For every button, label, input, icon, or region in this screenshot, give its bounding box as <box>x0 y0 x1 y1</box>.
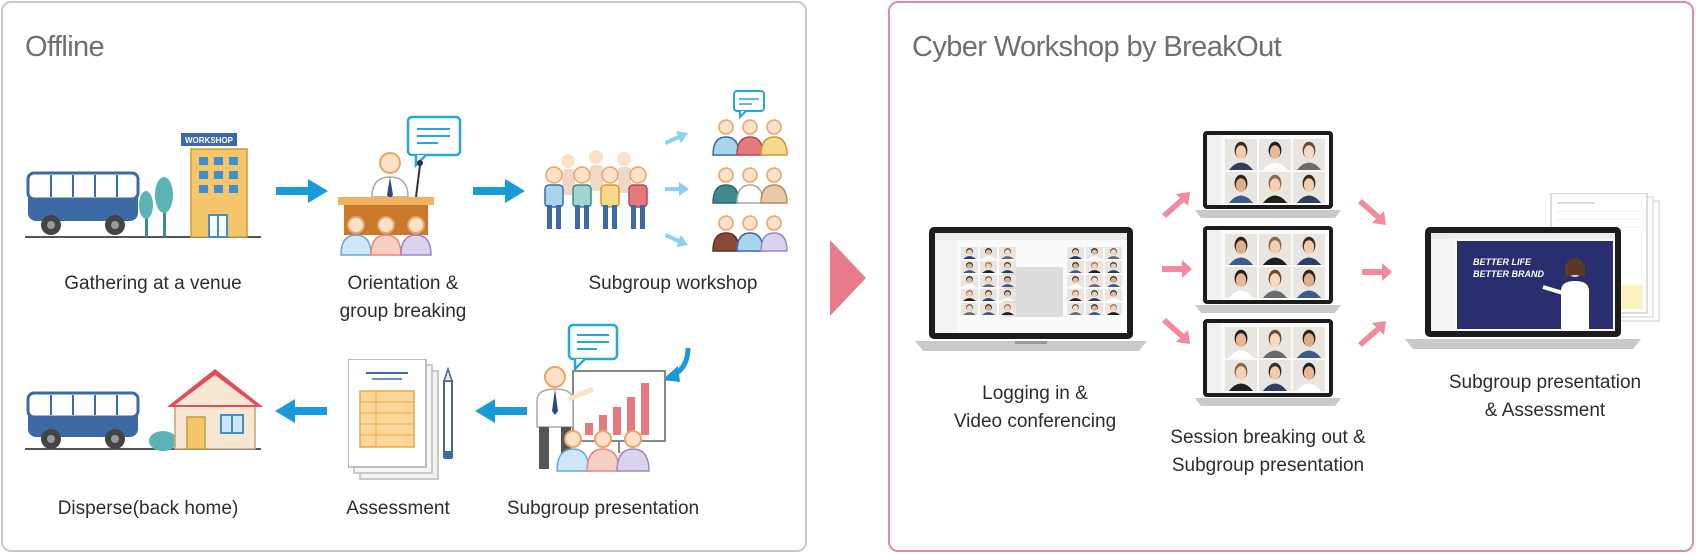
speech-bubble-icon <box>733 90 765 120</box>
flow-arrow-left <box>275 399 327 423</box>
step-orientation-label-2: group breaking <box>339 301 467 322</box>
building-sign: WORKSHOP <box>185 136 234 145</box>
bush-icon <box>149 431 177 451</box>
step-session-label-1: Session breaking out & <box>1170 427 1366 448</box>
participant-grid <box>1225 139 1325 203</box>
subgroup-workshop-illustration <box>544 90 788 252</box>
laptop-breakout-2 <box>1195 226 1341 313</box>
step-gathering-label: Gathering at a venue <box>64 273 242 294</box>
flow-arrow-right <box>473 179 525 203</box>
slide-text-1: BETTER LIFE <box>1473 257 1532 267</box>
step-disperse-label: Disperse(back home) <box>57 498 239 519</box>
laptop-breakout-1 <box>1195 131 1341 218</box>
pink-merge-arrows <box>1358 199 1392 347</box>
step-login-label-1: Logging in & <box>982 383 1088 404</box>
document-stack-icon <box>348 359 439 480</box>
speaker-icon <box>371 152 409 199</box>
laptop-breakout-3 <box>1195 319 1341 406</box>
split-arrows <box>665 131 689 247</box>
curved-arrow-down-icon <box>662 347 691 382</box>
offline-panel: Offline WORKSHOP <box>1 1 807 552</box>
audience-icon <box>340 216 432 256</box>
flow-arrow-right <box>276 179 328 203</box>
laptop-base <box>915 341 1147 351</box>
crowd-icon <box>544 150 648 229</box>
arrow-down-right-icon <box>1358 199 1386 225</box>
laptop-icon: BETTER LIFE BETTER BRAND <box>1425 227 1621 337</box>
orientation-illustration <box>338 115 462 256</box>
bar-chart-board-icon <box>572 370 666 453</box>
flow-arrow-left <box>475 399 527 423</box>
speech-bubble-icon <box>406 115 462 169</box>
bus-icon <box>26 391 140 449</box>
bus-and-home-illustration <box>25 369 263 451</box>
step-login-label-2: Video conferencing <box>953 411 1117 432</box>
step-final-label-2: & Assessment <box>1484 400 1606 421</box>
big-transition-arrow <box>830 240 866 316</box>
laptop-presentation-illustration: BETTER LIFE BETTER BRAND <box>1405 193 1660 349</box>
step-final-label-1: Subgroup presentation <box>1448 372 1642 393</box>
bus-and-venue-illustration: WORKSHOP <box>25 133 261 238</box>
presenter-icon <box>1542 258 1589 329</box>
group-icon <box>712 215 788 252</box>
group-icon <box>712 167 788 204</box>
presenter-icon <box>536 366 594 469</box>
workshop-building-icon: WORKSHOP <box>181 133 248 238</box>
pink-split-arrows <box>1162 192 1192 344</box>
assessment-illustration <box>348 359 454 480</box>
offline-title: Offline <box>25 31 105 63</box>
participant-grid <box>961 247 1122 315</box>
laptop-video-conference-illustration <box>915 227 1147 351</box>
step-orientation-label-1: Orientation & <box>347 273 459 294</box>
participant-grid <box>1225 327 1325 391</box>
slide-text-2: BETTER BRAND <box>1473 269 1544 279</box>
arrow-down-right-icon <box>1162 318 1190 344</box>
tree-icon <box>139 177 173 237</box>
audience-icon <box>556 430 650 472</box>
group-icon <box>712 119 788 156</box>
step-presentation-label: Subgroup presentation <box>506 498 700 519</box>
arrow-up-right-icon <box>1358 321 1386 347</box>
arrow-up-right-icon <box>1162 192 1190 218</box>
slide-image <box>1457 241 1613 329</box>
pencil-icon <box>442 366 454 459</box>
cyber-title: Cyber Workshop by BreakOut <box>912 31 1282 63</box>
arrow-right-icon <box>1362 263 1392 281</box>
arrow-right-icon <box>1162 260 1192 278</box>
presentation-illustration <box>536 323 666 472</box>
bus-icon <box>26 171 140 235</box>
house-icon <box>167 369 263 450</box>
step-assessment-label: Assessment <box>346 498 450 519</box>
cyber-workshop-panel: Cyber Workshop by BreakOut Logging in & … <box>888 1 1694 552</box>
speech-bubble-icon <box>567 323 619 373</box>
laptop-base <box>1405 339 1641 349</box>
step-workshop-label: Subgroup workshop <box>588 273 758 294</box>
participant-grid <box>1225 234 1325 298</box>
step-session-label-2: Subgroup presentation <box>1171 455 1365 476</box>
